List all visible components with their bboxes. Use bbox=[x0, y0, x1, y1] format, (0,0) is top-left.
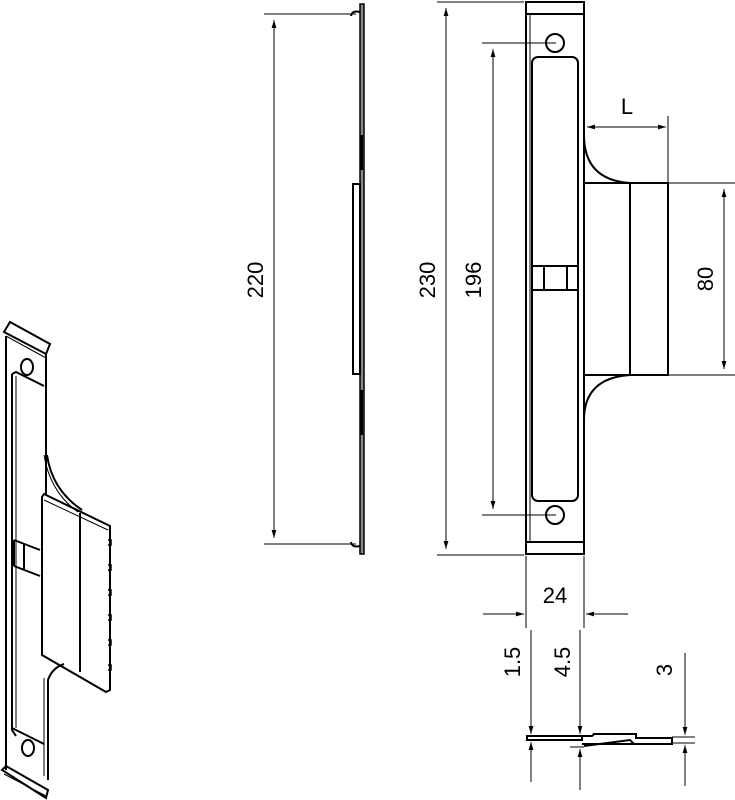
front-view: 230 196 L 80 24 bbox=[415, 1, 735, 628]
dim-3-label: 3 bbox=[652, 664, 677, 676]
bottom-section-view: 1.5 4.5 3 bbox=[500, 630, 695, 790]
dim-196-label: 196 bbox=[461, 262, 486, 299]
dim-L-label: L bbox=[621, 94, 633, 119]
dim-1.5-label: 1.5 bbox=[500, 647, 525, 678]
isometric-view bbox=[0, 320, 112, 800]
dim-230-label: 230 bbox=[415, 262, 440, 299]
dim-4.5-label: 4.5 bbox=[550, 647, 575, 678]
dim-220-label: 220 bbox=[243, 262, 268, 299]
dim-80-label: 80 bbox=[693, 267, 718, 291]
dim-24-label: 24 bbox=[543, 583, 567, 608]
side-view: 220 bbox=[243, 3, 365, 555]
